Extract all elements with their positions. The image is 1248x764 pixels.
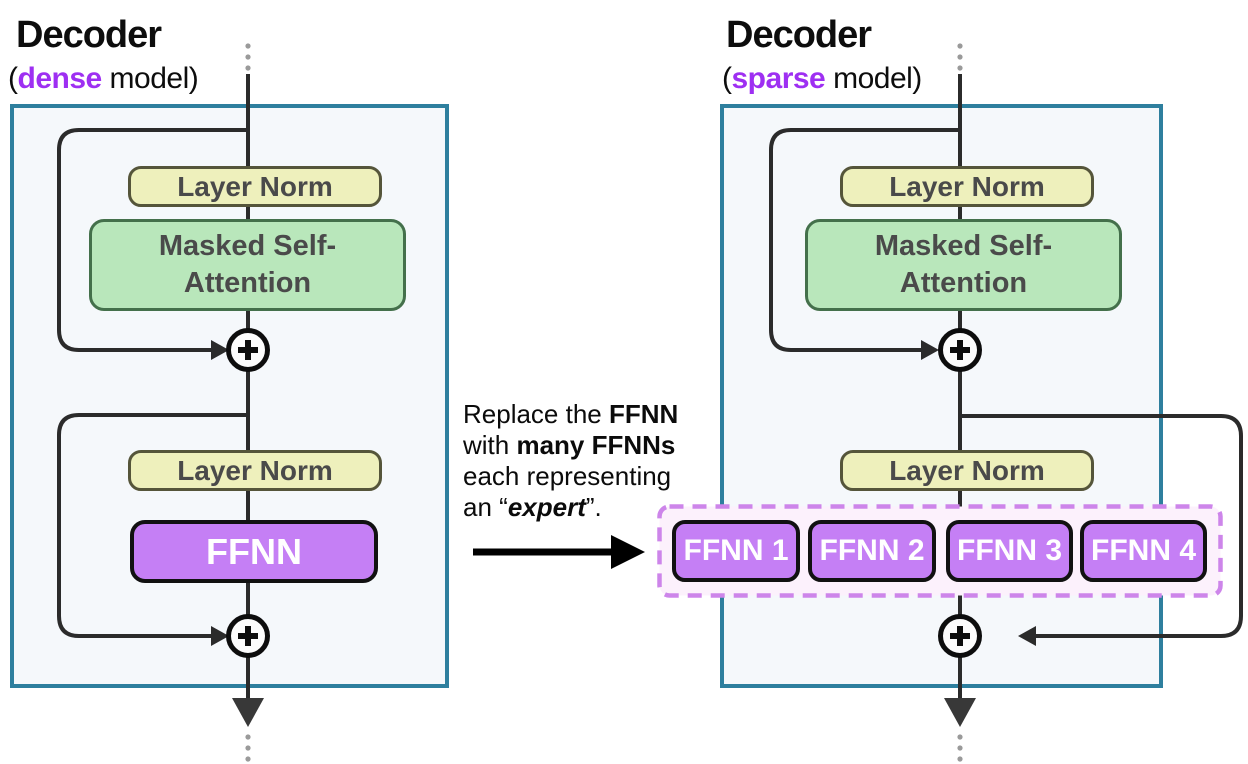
annotation-line-2: with many FFNNs	[463, 430, 713, 461]
ffnn-expert-2-block: FFNN 2	[808, 520, 936, 582]
dense-decoder-connectors	[57, 43, 270, 762]
continuation-dots-top	[957, 43, 963, 71]
masked-self-attention-block: Masked Self- Attention	[89, 219, 406, 311]
residual-skip-ffnn	[57, 413, 246, 638]
continuation-dots-bottom	[245, 734, 251, 762]
continuation-dots-bottom	[957, 734, 963, 762]
ffnn-expert-1-block: FFNN 1	[672, 520, 800, 582]
subtitle-accent-dense: dense	[17, 62, 103, 95]
masked-self-attention-block: Masked Self- Attention	[805, 219, 1122, 311]
subtitle-prefix: (	[722, 62, 732, 95]
sparse-decoder-connectors	[657, 43, 1243, 762]
arrow-right-icon	[211, 626, 229, 646]
attention-label-line2: Attention	[183, 267, 312, 299]
replace-annotation: Replace the FFNN with many FFNNs each re…	[463, 399, 713, 523]
dense-decoder-subtitle: (dense model)	[8, 62, 199, 96]
subtitle-suffix: model)	[825, 62, 922, 95]
subtitle-prefix: (	[8, 62, 18, 95]
subtitle-accent-sparse: sparse	[731, 62, 826, 95]
arrow-right-icon	[211, 340, 229, 360]
layer-norm-block: Layer Norm	[128, 166, 382, 207]
add-icon	[226, 328, 270, 372]
ffnn-expert-3-block: FFNN 3	[946, 520, 1073, 582]
arrow-down-icon	[944, 698, 976, 727]
annotation-text: each representing	[463, 461, 672, 491]
sparse-decoder-title: Decoder	[726, 14, 872, 56]
layer-norm-block: Layer Norm	[128, 450, 382, 491]
annotation-text: an “	[463, 492, 508, 522]
arrow-right-icon	[921, 340, 939, 360]
annotation-line-3: each representing	[463, 461, 713, 492]
layer-norm-block: Layer Norm	[840, 450, 1094, 491]
dense-decoder-title: Decoder	[16, 14, 162, 56]
annotation-text-expert: expert	[507, 492, 586, 522]
annotation-text: with	[463, 430, 517, 460]
annotation-text: ”.	[585, 492, 602, 522]
add-icon	[938, 328, 982, 372]
annotation-text: Replace the	[463, 399, 609, 429]
layer-norm-block: Layer Norm	[840, 166, 1094, 207]
continuation-dots-top	[245, 43, 251, 71]
attention-label-line1: Masked Self-	[874, 230, 1053, 262]
subtitle-suffix: model)	[101, 62, 199, 95]
attention-label-line1: Masked Self-	[158, 230, 337, 262]
annotation-line-1: Replace the FFNN	[463, 399, 713, 430]
annotation-text-bold: many FFNNs	[516, 430, 676, 460]
attention-label-line2: Attention	[899, 267, 1028, 299]
add-icon	[938, 614, 982, 658]
replace-arrow-icon	[473, 535, 645, 569]
ffnn-expert-4-block: FFNN 4	[1080, 520, 1207, 582]
annotation-line-4: an “expert”.	[463, 492, 713, 523]
arrow-down-icon	[232, 698, 264, 727]
ffnn-block: FFNN	[130, 520, 378, 583]
add-icon	[226, 614, 270, 658]
residual-skip-attention	[57, 128, 246, 352]
residual-skip-attention	[769, 128, 958, 352]
annotation-text-bold: FFNN	[608, 399, 679, 429]
sparse-decoder-subtitle: (sparse model)	[722, 62, 922, 96]
arrow-left-icon	[1018, 626, 1036, 646]
residual-skip-experts	[960, 414, 1243, 638]
